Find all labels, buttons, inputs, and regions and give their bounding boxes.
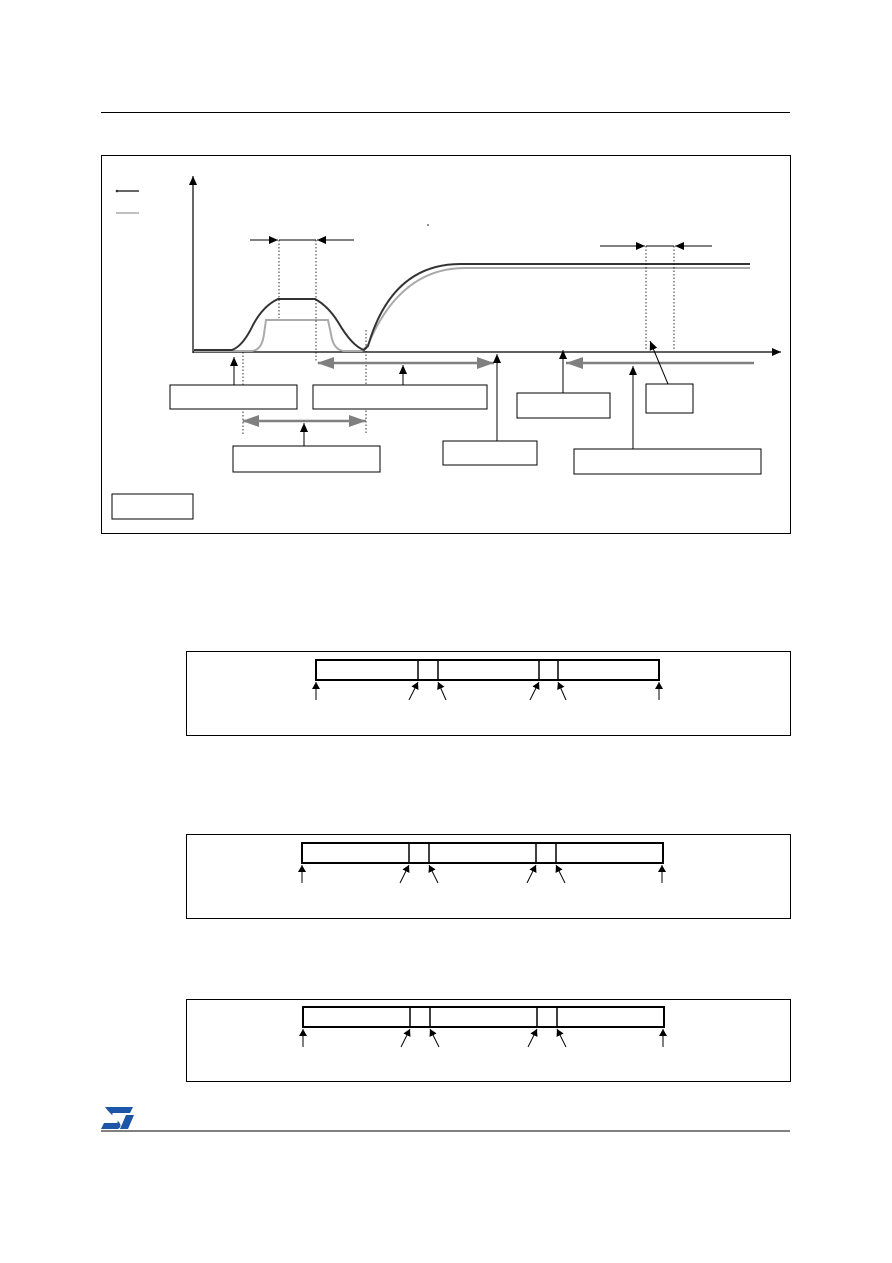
callout-box (645, 383, 694, 414)
callout-box (111, 493, 194, 520)
timing-guides (242, 240, 675, 435)
axes (189, 176, 781, 356)
marker-arrow (437, 681, 447, 701)
dark-waveform (194, 262, 750, 352)
leader-arrow (649, 340, 669, 385)
marker-arrow (556, 1028, 567, 1048)
marker-arrow (400, 1028, 411, 1048)
marker-arrow (529, 681, 540, 701)
marker-arrow (555, 864, 566, 884)
light-waveform (194, 267, 750, 352)
sequence-2 (298, 842, 666, 884)
marker-arrow (527, 1028, 538, 1048)
sequence-1 (312, 659, 663, 701)
sequence-frame-1 (186, 651, 791, 736)
callout-box (442, 440, 538, 466)
marker-arrow (408, 681, 419, 701)
header-rule (101, 112, 790, 113)
marker-arrow (557, 681, 567, 701)
callout-box (573, 448, 762, 475)
stray-dot (427, 224, 429, 226)
sequence-frame-2 (186, 834, 791, 919)
callout-box (312, 384, 488, 410)
interval-arrows (242, 357, 754, 427)
marker-arrow (428, 864, 439, 884)
callout-box (169, 384, 298, 410)
marker-arrow (429, 1028, 440, 1048)
callout-box (232, 445, 381, 473)
callout-box (516, 392, 611, 419)
st-logo-icon (101, 1107, 134, 1129)
sequence-bar (302, 1006, 665, 1028)
sequence-frame-3 (186, 999, 791, 1082)
callout-boxes (111, 383, 762, 520)
sequence-bar (301, 842, 664, 864)
marker-arrow (526, 864, 537, 884)
sequence-bar (315, 659, 660, 681)
width-markers (250, 236, 712, 250)
sequence-3 (299, 1006, 667, 1048)
legend (115, 189, 139, 214)
legend-dark-dot-icon (115, 189, 119, 193)
callout-leaders (230, 340, 669, 449)
marker-arrow (399, 864, 410, 884)
